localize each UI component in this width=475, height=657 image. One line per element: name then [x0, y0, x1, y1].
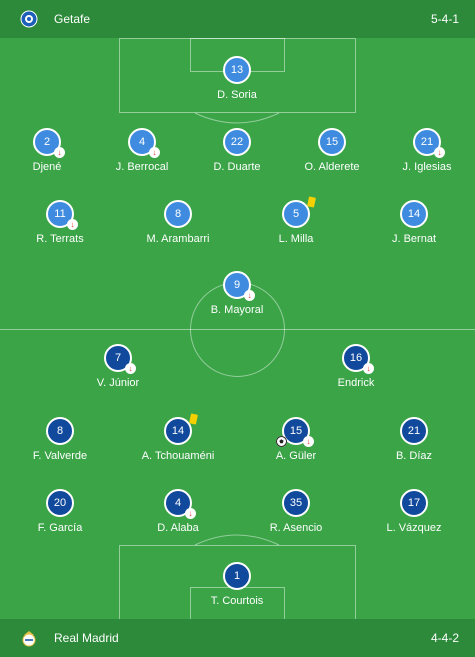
- player-name: J. Iglesias: [402, 161, 452, 173]
- pitch: 13 D. Soria 2↓ Djené 4↓ J. Berrocal 22 D…: [0, 38, 475, 619]
- player-number: 1: [223, 562, 251, 590]
- away-player-junior[interactable]: 7↓ V. Júnior: [73, 344, 163, 389]
- player-number: 17: [400, 489, 428, 517]
- player-name: A. Tchouaméni: [141, 450, 215, 462]
- substitution-out-icon: ↓: [303, 436, 314, 447]
- home-player-mayoral[interactable]: 9↓ B. Mayoral: [192, 271, 282, 316]
- away-team-name: Real Madrid: [54, 631, 119, 645]
- away-player-diaz[interactable]: 21 B. Díaz: [369, 417, 459, 462]
- player-name: O. Alderete: [304, 161, 360, 173]
- player-name: R. Asencio: [269, 522, 323, 534]
- player-name: D. Duarte: [213, 161, 261, 173]
- player-number: 35: [282, 489, 310, 517]
- player-number: 21: [400, 417, 428, 445]
- player-name: L. Vázquez: [386, 522, 442, 534]
- home-formation: 5-4-1: [430, 12, 459, 26]
- player-number: 13: [223, 56, 251, 84]
- player-number: 11: [54, 208, 66, 220]
- substitution-out-icon: ↓: [67, 219, 78, 230]
- home-player-iglesias[interactable]: 21↓ J. Iglesias: [382, 128, 472, 173]
- substitution-out-icon: ↓: [149, 147, 160, 158]
- player-number: 15: [318, 128, 346, 156]
- player-name: A. Güler: [275, 450, 317, 462]
- player-name: B. Díaz: [395, 450, 433, 462]
- home-player-milla[interactable]: 5 L. Milla: [251, 196, 341, 245]
- player-name: R. Terrats: [36, 233, 84, 245]
- home-player-duarte[interactable]: 22 D. Duarte: [192, 128, 282, 173]
- player-name: J. Bernat: [391, 233, 437, 245]
- substitution-out-icon: ↓: [244, 290, 255, 301]
- player-number: 22: [223, 128, 251, 156]
- home-player-alderete[interactable]: 15 O. Alderete: [287, 128, 377, 173]
- player-name: V. Júnior: [96, 377, 140, 389]
- getafe-crest-icon: [20, 10, 38, 28]
- away-player-garcia[interactable]: 20 F. García: [15, 489, 105, 534]
- home-team-header[interactable]: Getafe 5-4-1: [0, 0, 475, 38]
- away-player-guler[interactable]: 15 ↓ A. Güler: [251, 417, 341, 462]
- away-player-asencio[interactable]: 35 R. Asencio: [251, 489, 341, 534]
- away-player-endrick[interactable]: 16↓ Endrick: [311, 344, 401, 389]
- away-player-valverde[interactable]: 8 F. Valverde: [15, 417, 105, 462]
- player-number: 20: [46, 489, 74, 517]
- player-number: 16: [349, 352, 363, 364]
- home-team-name: Getafe: [54, 12, 91, 26]
- home-player-terrats[interactable]: 11↓ R. Terrats: [15, 200, 105, 245]
- home-player-goalkeeper[interactable]: 13 D. Soria: [192, 56, 282, 101]
- player-number: 14: [400, 200, 428, 228]
- player-name: Djené: [32, 161, 62, 173]
- away-player-vazquez[interactable]: 17 L. Vázquez: [369, 489, 459, 534]
- player-number: 15: [289, 425, 303, 437]
- substitution-out-icon: ↓: [363, 363, 374, 374]
- player-number: 2: [43, 136, 51, 148]
- home-player-bernat[interactable]: 14 J. Bernat: [369, 200, 459, 245]
- player-number: 8: [164, 200, 192, 228]
- home-player-arambarri[interactable]: 8 M. Arambarri: [133, 200, 223, 245]
- away-player-goalkeeper[interactable]: 1 T. Courtois: [192, 562, 282, 607]
- real-madrid-crest-icon: [22, 631, 36, 647]
- player-name: F. Valverde: [32, 450, 88, 462]
- away-player-tchouameni[interactable]: 14 A. Tchouaméni: [133, 413, 223, 462]
- yellow-card-icon: [307, 196, 316, 208]
- substitution-out-icon: ↓: [434, 147, 445, 158]
- player-name: J. Berrocal: [115, 161, 169, 173]
- player-name: D. Alaba: [157, 522, 199, 534]
- player-name: L. Milla: [278, 233, 314, 245]
- player-name: B. Mayoral: [210, 304, 264, 316]
- player-number: 7: [114, 352, 122, 364]
- substitution-out-icon: ↓: [125, 363, 136, 374]
- player-number: 4: [174, 497, 182, 509]
- player-name: M. Arambarri: [146, 233, 210, 245]
- player-number: 8: [46, 417, 74, 445]
- player-number: 4: [138, 136, 146, 148]
- player-name: D. Soria: [217, 89, 257, 101]
- yellow-card-icon: [189, 413, 198, 425]
- away-team-header[interactable]: Real Madrid 4-4-2: [0, 619, 475, 657]
- player-number: 9: [233, 279, 241, 291]
- player-number: 5: [292, 208, 300, 220]
- substitution-out-icon: ↓: [185, 508, 196, 519]
- player-number: 21: [420, 136, 434, 148]
- player-number: 14: [171, 425, 185, 437]
- player-name: Endrick: [337, 377, 375, 389]
- away-formation: 4-4-2: [430, 631, 459, 645]
- substitution-out-icon: ↓: [54, 147, 65, 158]
- away-player-alaba[interactable]: 4↓ D. Alaba: [133, 489, 223, 534]
- home-player-berrocal[interactable]: 4↓ J. Berrocal: [97, 128, 187, 173]
- player-name: F. García: [37, 522, 83, 534]
- player-name: T. Courtois: [210, 595, 264, 607]
- goal-ball-icon: [276, 436, 287, 447]
- home-player-djene[interactable]: 2↓ Djené: [2, 128, 92, 173]
